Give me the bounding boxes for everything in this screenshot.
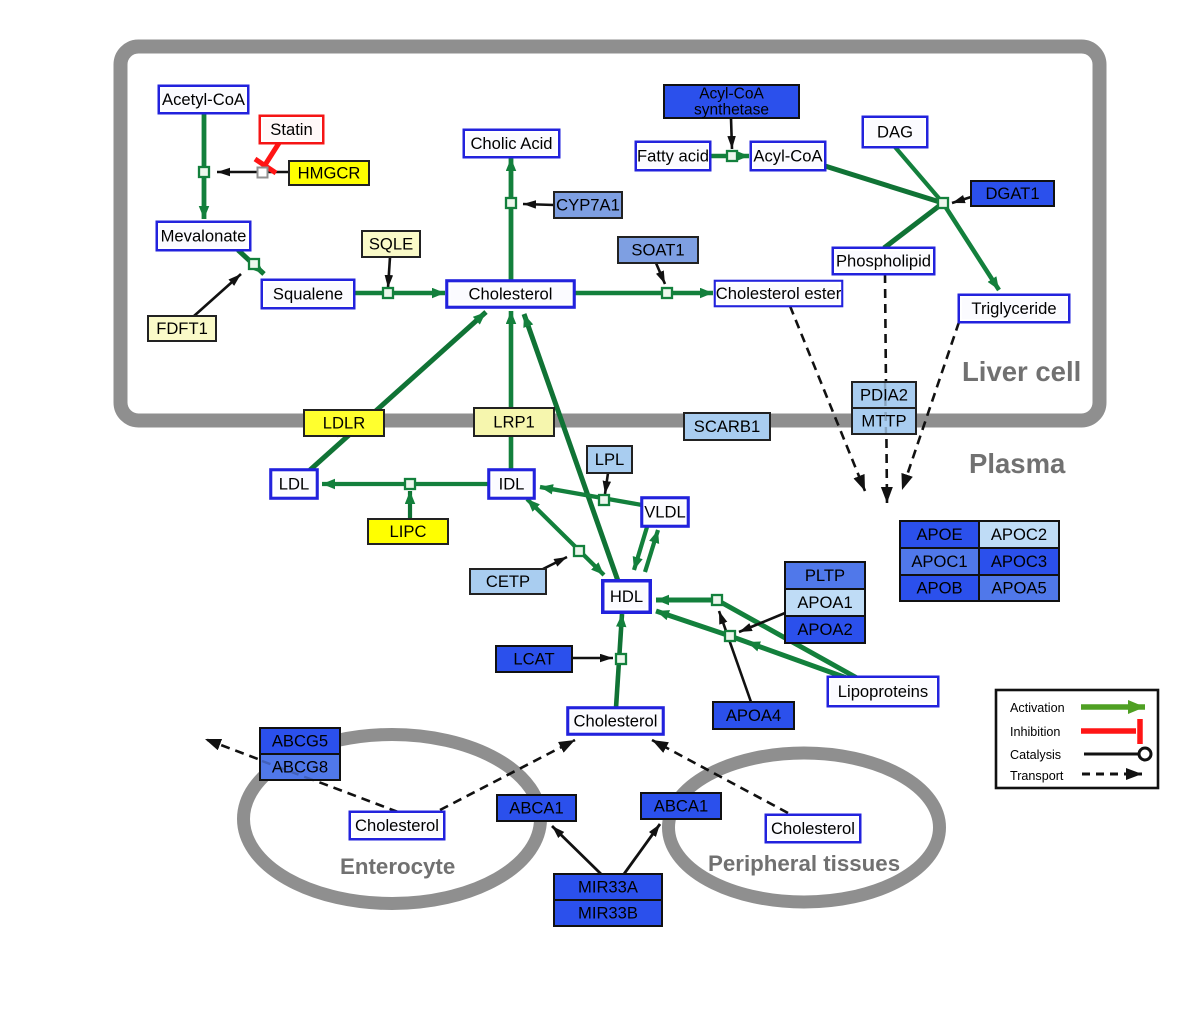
- svg-text:ABCG5: ABCG5: [272, 732, 328, 751]
- svg-text:Cholic Acid: Cholic Acid: [470, 134, 552, 153]
- svg-text:SQLE: SQLE: [369, 235, 413, 254]
- svg-text:Acetyl-CoA: Acetyl-CoA: [162, 90, 246, 109]
- svg-text:HMGCR: HMGCR: [298, 164, 361, 183]
- svg-text:LCAT: LCAT: [513, 650, 554, 669]
- svg-text:Cholesterol: Cholesterol: [771, 819, 855, 838]
- svg-text:Mevalonate: Mevalonate: [161, 227, 247, 246]
- svg-text:LDLR: LDLR: [323, 414, 365, 433]
- svg-text:Squalene: Squalene: [273, 285, 343, 304]
- svg-text:APOC2: APOC2: [991, 525, 1047, 544]
- svg-text:MTTP: MTTP: [861, 412, 906, 431]
- svg-text:APOB: APOB: [916, 579, 962, 598]
- svg-text:Cholesterol: Cholesterol: [574, 712, 658, 731]
- svg-text:Lipoproteins: Lipoproteins: [838, 682, 928, 701]
- svg-text:SOAT1: SOAT1: [631, 241, 684, 260]
- svg-text:Acyl-CoA: Acyl-CoA: [699, 86, 764, 103]
- svg-text:APOC3: APOC3: [991, 552, 1047, 571]
- svg-text:APOA1: APOA1: [797, 593, 852, 612]
- svg-text:APOA5: APOA5: [991, 579, 1046, 598]
- svg-text:Transport: Transport: [1010, 769, 1064, 783]
- svg-text:Triglyceride: Triglyceride: [971, 299, 1056, 318]
- svg-text:APOE: APOE: [916, 525, 962, 544]
- svg-text:SCARB1: SCARB1: [694, 417, 760, 436]
- svg-text:CETP: CETP: [486, 572, 530, 591]
- svg-text:Cholesterol: Cholesterol: [469, 285, 553, 304]
- svg-text:IDL: IDL: [499, 475, 525, 494]
- svg-text:Activation: Activation: [1010, 701, 1065, 715]
- svg-text:Statin: Statin: [270, 120, 312, 139]
- svg-text:LDL: LDL: [279, 475, 309, 494]
- svg-text:DAG: DAG: [877, 123, 913, 142]
- svg-text:synthetase: synthetase: [694, 102, 769, 119]
- svg-text:Peripheral tissues: Peripheral tissues: [708, 851, 900, 876]
- svg-text:PLTP: PLTP: [805, 566, 845, 585]
- svg-text:MIR33A: MIR33A: [578, 878, 639, 897]
- svg-text:Enterocyte: Enterocyte: [340, 854, 455, 879]
- svg-text:Catalysis: Catalysis: [1010, 748, 1061, 762]
- svg-text:Inhibition: Inhibition: [1010, 725, 1060, 739]
- svg-text:MIR33B: MIR33B: [578, 904, 638, 923]
- svg-text:Phospholipid: Phospholipid: [836, 252, 931, 271]
- svg-text:Cholesterol: Cholesterol: [355, 816, 439, 835]
- svg-text:Acyl-CoA: Acyl-CoA: [753, 147, 823, 166]
- svg-text:Liver cell: Liver cell: [962, 356, 1081, 387]
- svg-text:ABCG8: ABCG8: [272, 758, 328, 777]
- svg-text:FDFT1: FDFT1: [156, 319, 208, 338]
- svg-text:APOA4: APOA4: [726, 706, 781, 725]
- svg-text:VLDL: VLDL: [644, 503, 686, 522]
- svg-text:LIPC: LIPC: [390, 522, 427, 541]
- svg-text:PDIA2: PDIA2: [860, 386, 908, 405]
- svg-text:APOC1: APOC1: [911, 552, 967, 571]
- svg-text:Cholesterol ester: Cholesterol ester: [716, 284, 842, 303]
- svg-text:CYP7A1: CYP7A1: [556, 196, 620, 215]
- svg-text:Plasma: Plasma: [969, 448, 1066, 479]
- svg-text:ABCA1: ABCA1: [509, 799, 563, 818]
- svg-text:HDL: HDL: [610, 587, 643, 606]
- svg-text:LPL: LPL: [595, 450, 625, 469]
- svg-text:LRP1: LRP1: [493, 413, 535, 432]
- svg-text:Fatty acid: Fatty acid: [637, 147, 709, 166]
- svg-text:ABCA1: ABCA1: [654, 797, 708, 816]
- svg-text:DGAT1: DGAT1: [985, 184, 1039, 203]
- svg-text:APOA2: APOA2: [797, 620, 852, 639]
